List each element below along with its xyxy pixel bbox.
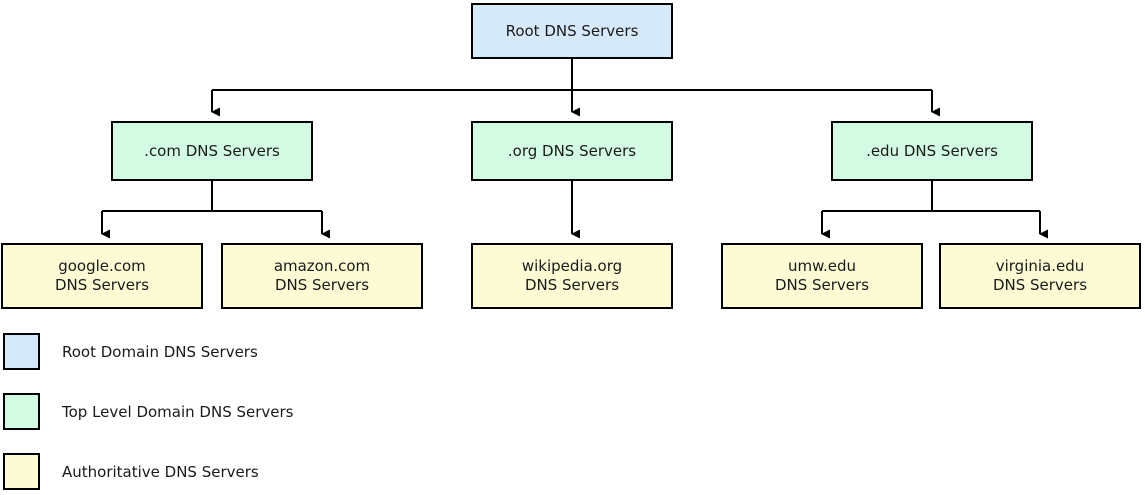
- node-org-dns-servers[interactable]: .org DNS Servers: [471, 121, 673, 181]
- legend-label-root-domain: Root Domain DNS Servers: [62, 342, 258, 361]
- edge-root-to-tld-bus: [211, 59, 940, 117]
- node-amazon-com-dns-servers[interactable]: amazon.com DNS Servers: [221, 243, 423, 309]
- node-label: umw.edu DNS Servers: [774, 257, 870, 294]
- edge-com-to-children: [101, 181, 330, 239]
- edge-edu-to-children: [821, 181, 1048, 239]
- node-umw-edu-dns-servers[interactable]: umw.edu DNS Servers: [721, 243, 923, 309]
- node-label: google.com DNS Servers: [54, 257, 150, 294]
- legend: Root Domain DNS Servers Top Level Domain…: [0, 325, 1145, 495]
- node-virginia-edu-dns-servers[interactable]: virginia.edu DNS Servers: [939, 243, 1141, 309]
- node-label: .com DNS Servers: [144, 141, 280, 160]
- legend-label-top-level-domain: Top Level Domain DNS Servers: [62, 402, 294, 421]
- legend-swatch-top-level-domain: [3, 393, 40, 430]
- legend-item-root-domain: Root Domain DNS Servers: [0, 333, 258, 370]
- legend-label-authoritative: Authoritative DNS Servers: [62, 462, 259, 481]
- legend-item-authoritative: Authoritative DNS Servers: [0, 453, 259, 490]
- legend-item-top-level-domain: Top Level Domain DNS Servers: [0, 393, 293, 430]
- node-label: .edu DNS Servers: [866, 141, 998, 160]
- node-com-dns-servers[interactable]: .com DNS Servers: [111, 121, 313, 181]
- node-wikipedia-org-dns-servers[interactable]: wikipedia.org DNS Servers: [471, 243, 673, 309]
- node-google-com-dns-servers[interactable]: google.com DNS Servers: [1, 243, 203, 309]
- node-label: amazon.com DNS Servers: [273, 257, 371, 294]
- legend-swatch-authoritative: [3, 453, 40, 490]
- node-root-dns-servers[interactable]: Root DNS Servers: [471, 3, 673, 59]
- node-edu-dns-servers[interactable]: .edu DNS Servers: [831, 121, 1033, 181]
- node-label: .org DNS Servers: [507, 141, 637, 160]
- node-label: virginia.edu DNS Servers: [992, 257, 1088, 294]
- node-label: wikipedia.org DNS Servers: [521, 257, 623, 294]
- node-label: Root DNS Servers: [505, 21, 639, 40]
- legend-swatch-root-domain: [3, 333, 40, 370]
